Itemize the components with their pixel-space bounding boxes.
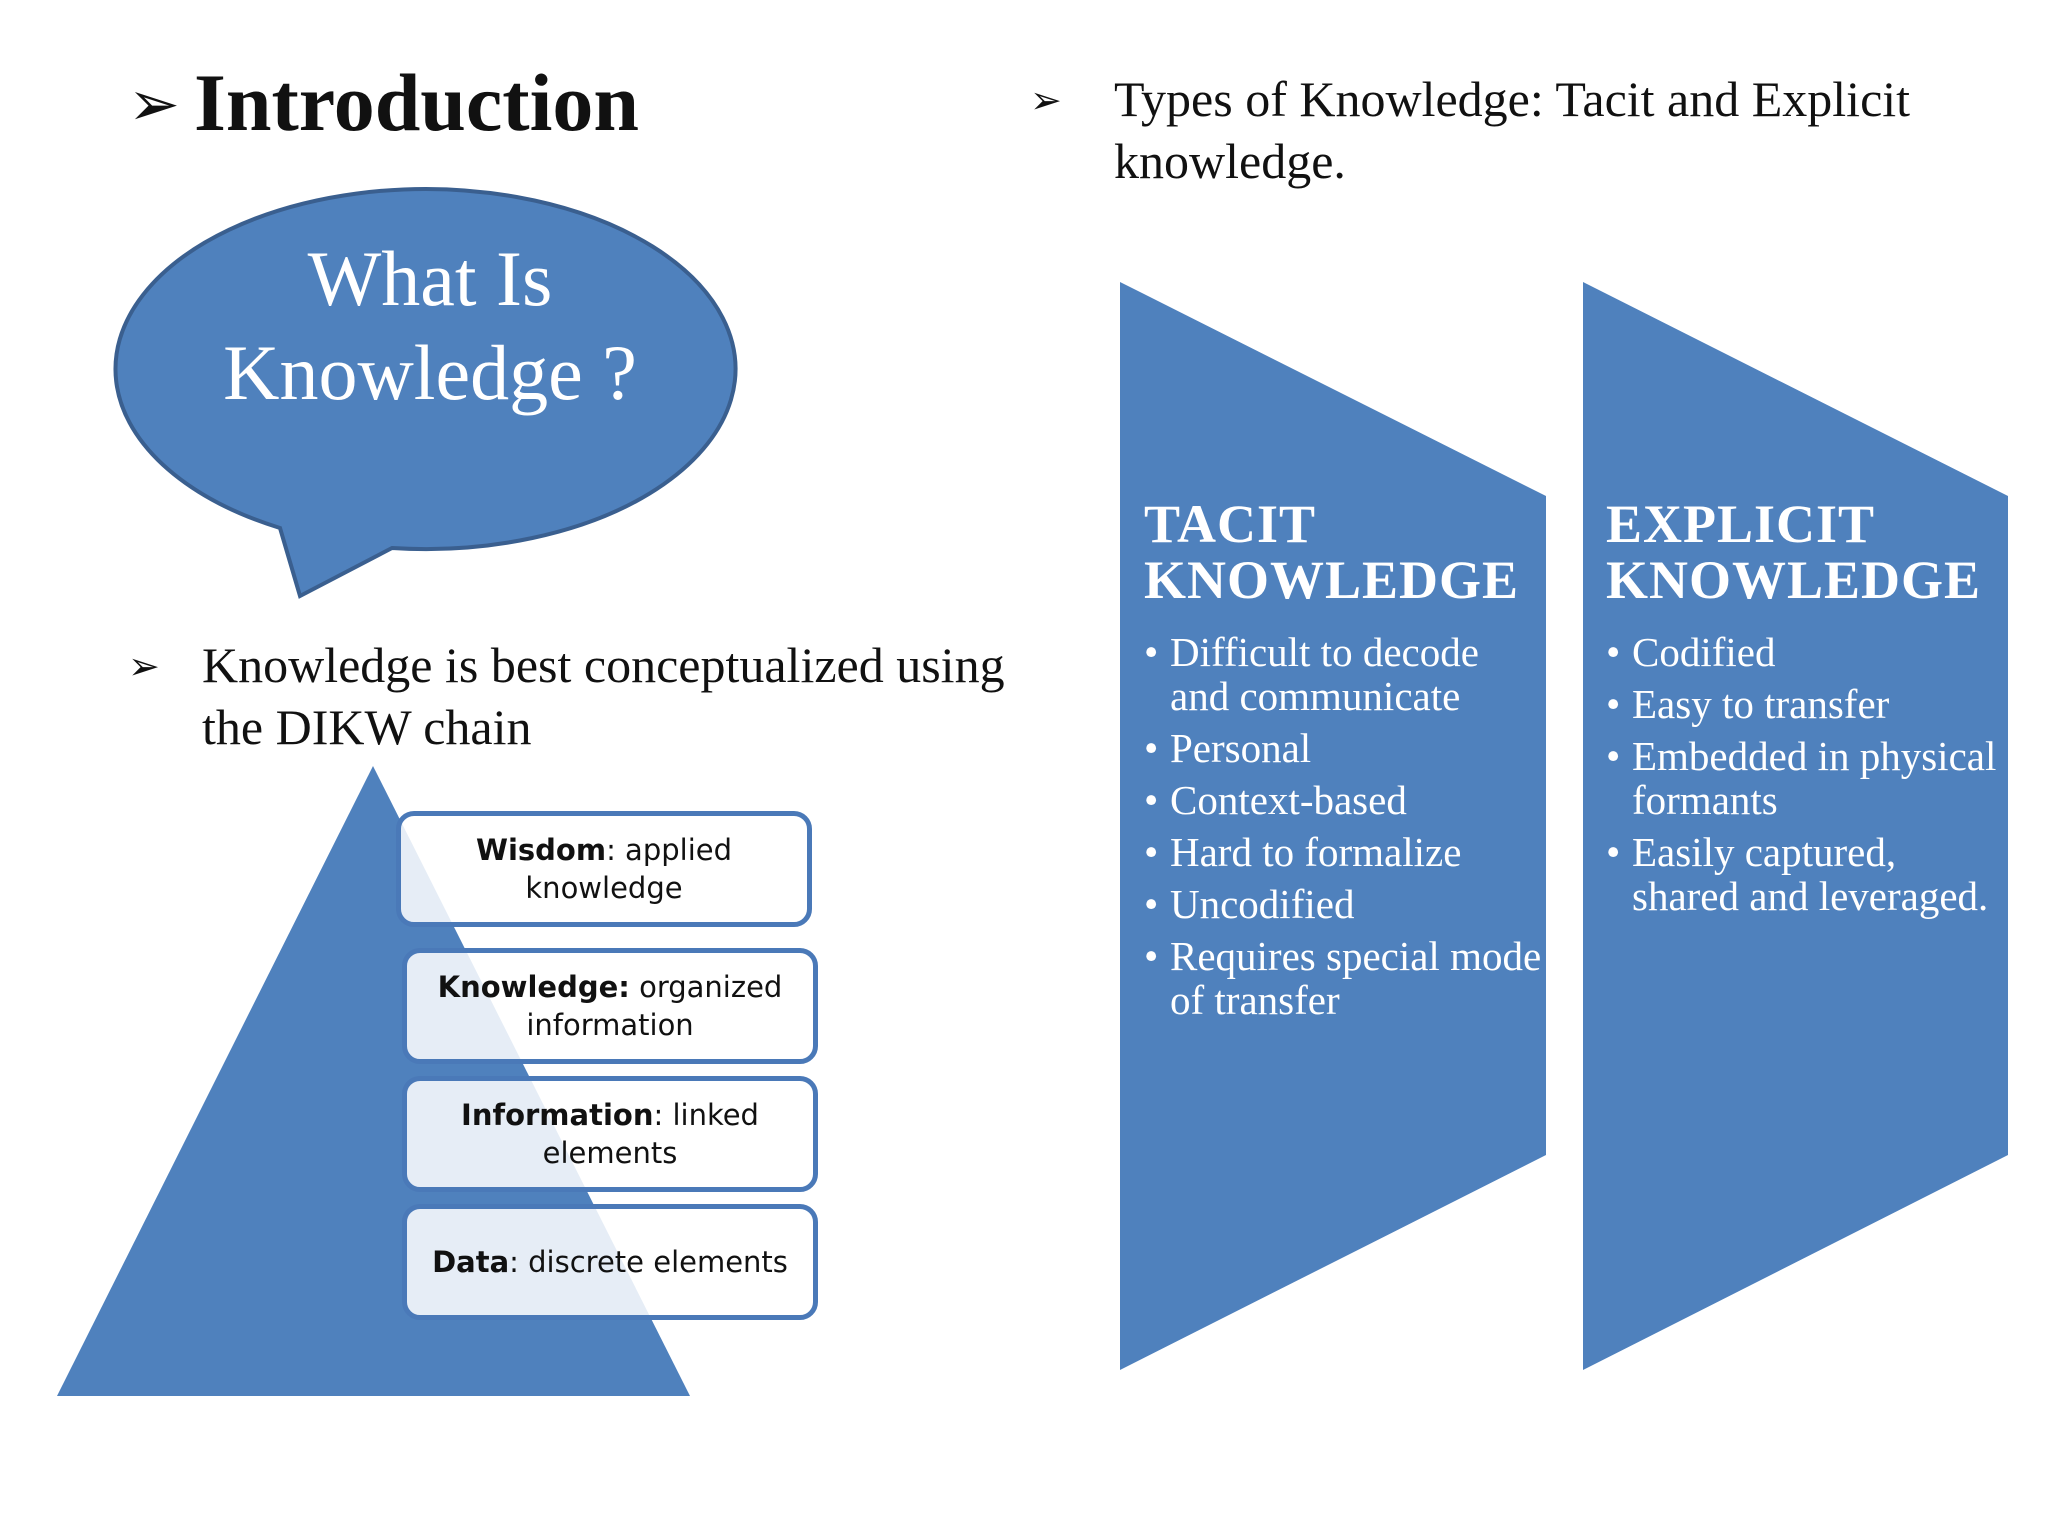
tacit-column: TACIT KNOWLEDGE Difficult to decode and … (1144, 496, 1544, 1030)
explicit-column: EXPLICIT KNOWLEDGE Codified Easy to tran… (1606, 496, 2006, 926)
dikw-level-data: Data: discrete elements (402, 1204, 818, 1320)
types-bullet-icon: ➢ (1030, 78, 1062, 122)
dikw-term: Wisdom (475, 833, 607, 867)
heading: ➢ Introduction (128, 62, 639, 144)
dikw-definition: : applied knowledge (525, 833, 733, 905)
list-item: Requires special mode of transfer (1144, 934, 1544, 1022)
heading-bullet-icon: ➢ (128, 66, 180, 140)
dikw-definition: : discrete elements (509, 1245, 788, 1279)
dikw-bullet-icon: ➢ (128, 644, 160, 688)
list-item: Easy to transfer (1606, 682, 2006, 726)
dikw-term: Knowledge: (437, 970, 630, 1004)
speech-bubble-text: What Is Knowledge ? (223, 235, 637, 416)
dikw-definition: : linked elements (542, 1098, 759, 1170)
tacit-title: TACIT KNOWLEDGE (1144, 494, 1520, 610)
page-title: Introduction (193, 57, 639, 148)
list-item: Codified (1606, 630, 2006, 674)
types-bullet-point: ➢ Types of Knowledge: Tacit and Explicit… (1030, 68, 1990, 192)
list-item: Context-based (1144, 778, 1544, 822)
dikw-definition: organized information (526, 970, 783, 1042)
dikw-bullet-point: ➢ Knowledge is best conceptualized using… (128, 634, 1048, 758)
dikw-level-information: Information: linked elements (402, 1076, 818, 1192)
explicit-chevron (1583, 282, 2008, 1370)
list-item: Easily captured, shared and leveraged. (1606, 830, 2006, 918)
explicit-list: Codified Easy to transfer Embedded in ph… (1606, 630, 2006, 918)
list-item: Difficult to decode and communicate (1144, 630, 1544, 718)
dikw-text: Knowledge is best conceptualized using t… (202, 637, 1005, 755)
speech-bubble-shape (113, 187, 738, 599)
types-text: Types of Knowledge: Tacit and Explicit k… (1114, 71, 1911, 189)
list-item: Personal (1144, 726, 1544, 770)
list-item: Hard to formalize (1144, 830, 1544, 874)
dikw-level-knowledge: Knowledge: organized information (402, 948, 818, 1064)
dikw-term: Information (461, 1098, 654, 1132)
dikw-level-wisdom: Wisdom: applied knowledge (396, 811, 812, 927)
explicit-title: EXPLICIT KNOWLEDGE (1606, 494, 1982, 610)
tacit-list: Difficult to decode and communicate Pers… (1144, 630, 1544, 1022)
dikw-term: Data (432, 1245, 510, 1279)
list-item: Uncodified (1144, 882, 1544, 926)
tacit-chevron (1120, 282, 1546, 1370)
list-item: Embedded in physical formants (1606, 734, 2006, 822)
speech-bubble (113, 187, 738, 599)
